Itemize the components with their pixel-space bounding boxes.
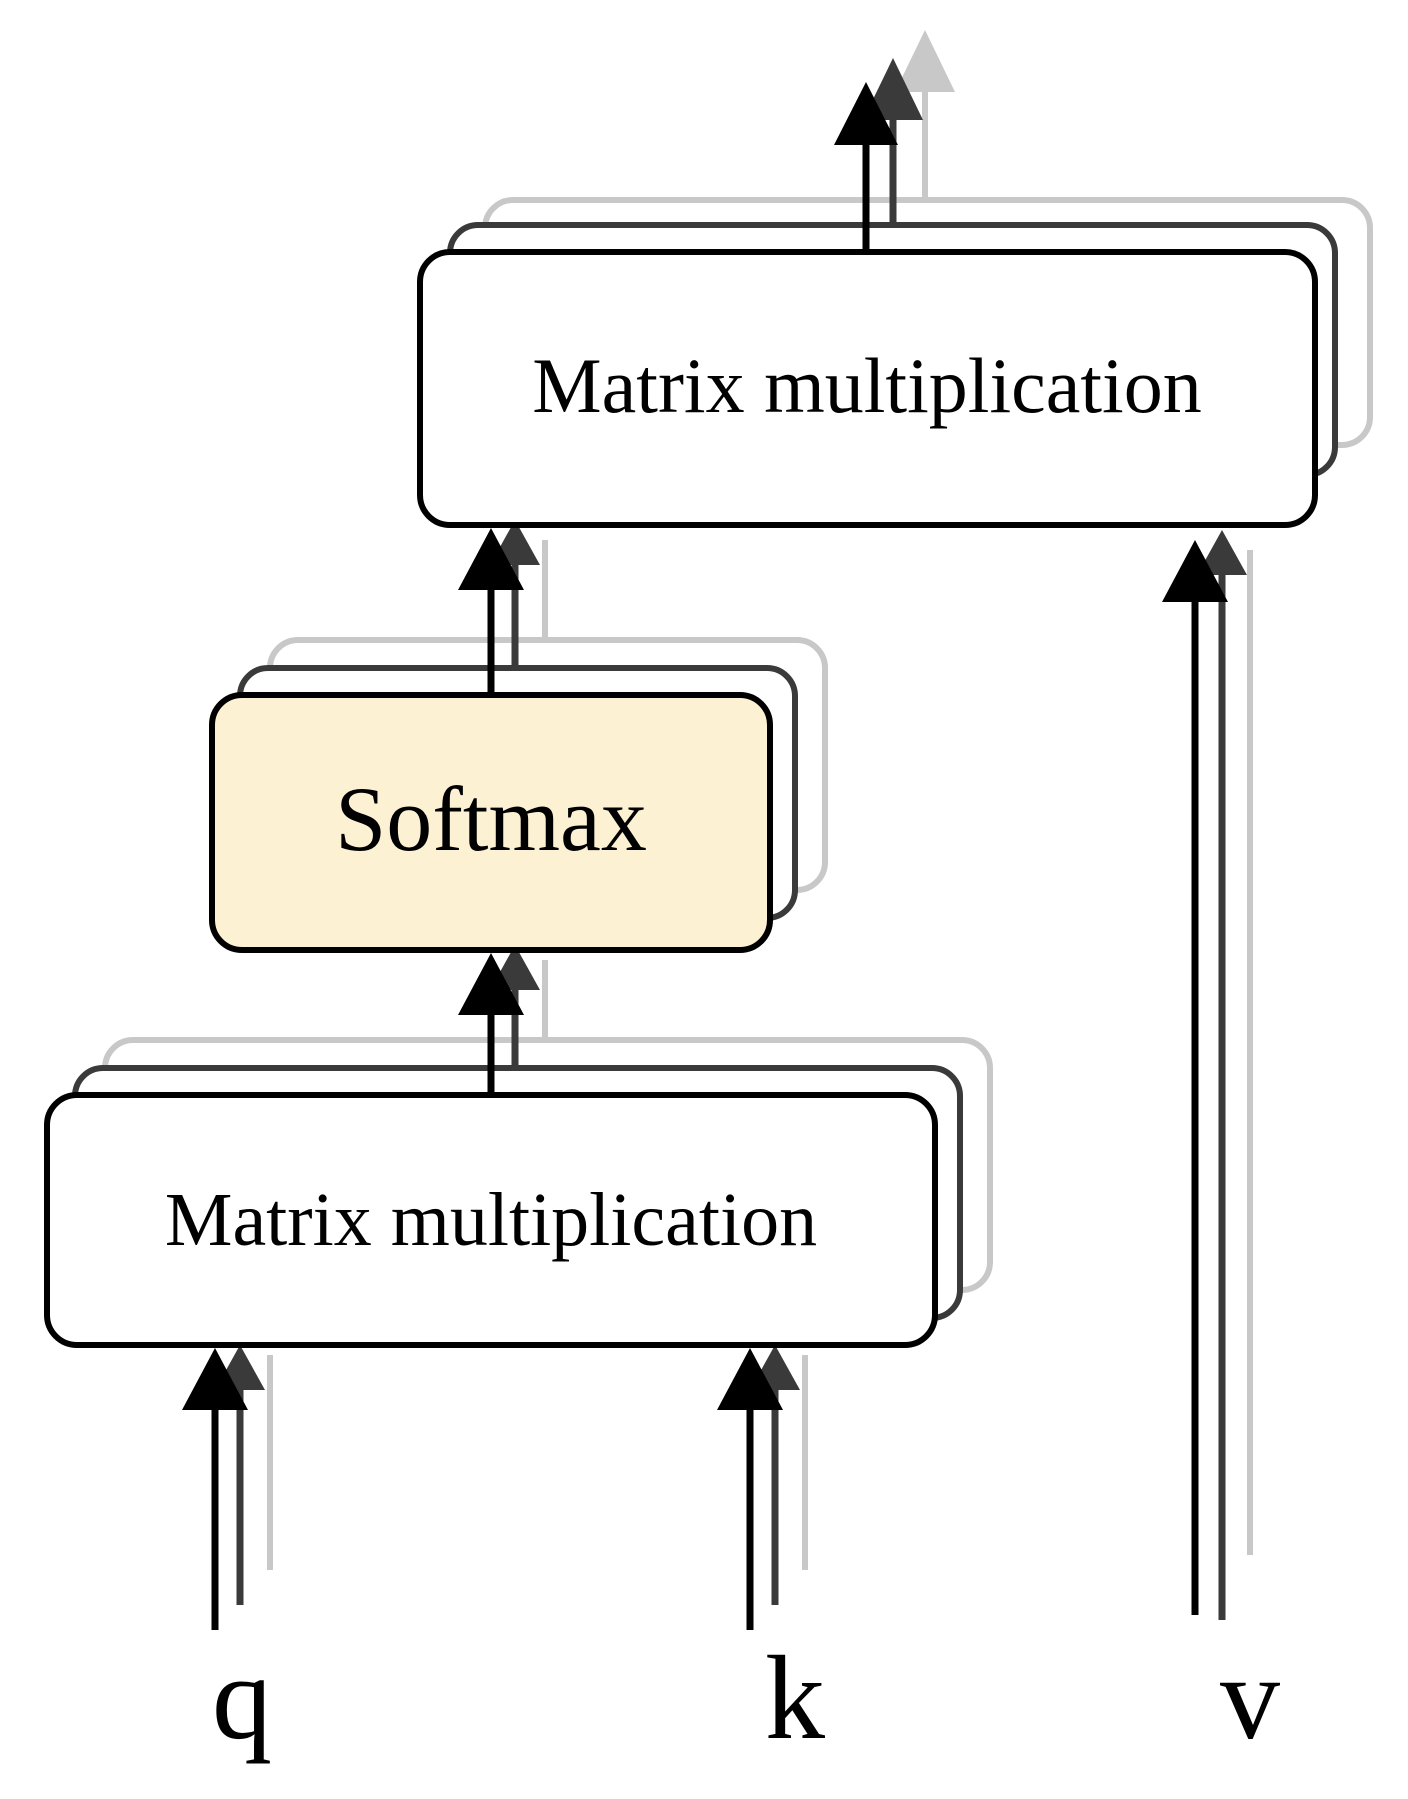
softmax-to-top-arrowhead	[458, 528, 524, 590]
front-arrows	[211, 145, 1199, 1630]
output-arrowhead	[834, 82, 898, 145]
k-arrowhead	[717, 1348, 783, 1410]
top-box-label: Matrix multiplication	[532, 342, 1201, 429]
q-arrowhead	[182, 1348, 248, 1410]
q-label: q	[212, 1631, 272, 1764]
top-matrix-multiplication-box: Matrix multiplication	[417, 249, 1318, 528]
softmax-box: Softmax	[209, 692, 773, 953]
back-arrows	[267, 90, 1253, 1570]
bottom-box-label: Matrix multiplication	[165, 1178, 817, 1262]
softmax-box-label: Softmax	[335, 768, 647, 870]
v-arrowhead	[1162, 540, 1228, 602]
bottom-matrix-multiplication-box: Matrix multiplication	[44, 1092, 938, 1348]
bottom-to-softmax-arrowhead	[458, 953, 524, 1015]
front-arrowheads	[182, 82, 1228, 1410]
mid-arrows	[236, 120, 1226, 1620]
back-arrowheads	[895, 30, 955, 92]
v-label: v	[1220, 1631, 1280, 1764]
k-label: k	[765, 1631, 825, 1764]
